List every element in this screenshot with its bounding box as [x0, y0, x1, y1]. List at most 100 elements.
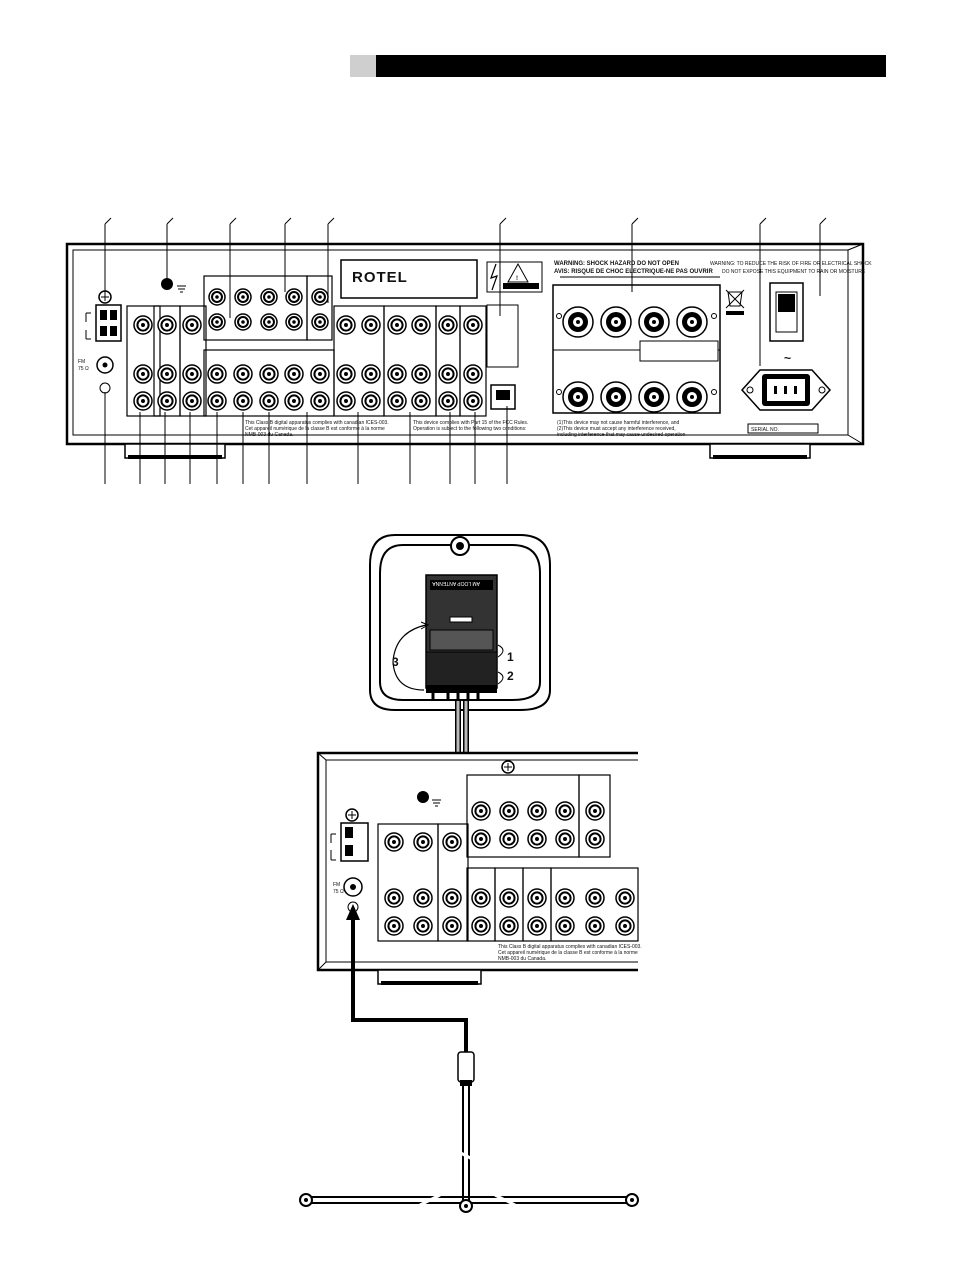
rca-jack: [233, 391, 253, 411]
jack-group-frame: [578, 774, 611, 858]
rca-jack: [208, 288, 226, 306]
rca-jack: [387, 364, 407, 384]
rca-jack: [336, 315, 356, 335]
detail-class-b-1: This Class B digital apparatus complies …: [498, 944, 642, 950]
rca-jack: [413, 888, 433, 908]
rca-jack: [336, 364, 356, 384]
rca-jack: [463, 315, 483, 335]
rca-jack: [499, 801, 519, 821]
rca-jack: [387, 315, 407, 335]
callout-leaders: [104, 217, 827, 484]
rca-jack: [555, 829, 575, 849]
jack-group-frame: [437, 823, 469, 942]
rca-jack: [285, 313, 303, 331]
rca-jack: [555, 916, 575, 936]
warning-shock-fr: AVIS: RISQUE DE CHOC ELECTRIQUE-NE PAS O…: [554, 269, 713, 275]
rca-jack: [336, 391, 356, 411]
jack-group-frame: [550, 867, 639, 942]
speaker-binding-post: [676, 381, 708, 413]
fm-label: FM: [78, 359, 85, 365]
warning-moisture-fr: DO NOT EXPOSE THIS EQUIPMENT TO RAIN OR …: [722, 269, 866, 275]
step-1-label: 1: [507, 650, 514, 664]
speaker-binding-post: [600, 306, 632, 338]
step-3-label: 3: [392, 655, 399, 669]
rca-jack: [361, 391, 381, 411]
rca-jack: [411, 391, 431, 411]
speaker-binding-post: [600, 381, 632, 413]
rca-jack: [438, 391, 458, 411]
rca-jack: [585, 888, 605, 908]
detail-fm-label: FM: [333, 882, 340, 888]
ground-terminal: [161, 278, 186, 293]
rca-jack: [285, 288, 303, 306]
step-2-label: 2: [507, 669, 514, 683]
detail-rear-panel: FM 75 Ω This Class B digital apparatus c…: [316, 751, 642, 985]
ac-symbol: ~: [784, 351, 791, 365]
rca-jack: [133, 364, 153, 384]
rca-jack: [133, 391, 153, 411]
jack-group-frame: [306, 275, 333, 341]
rca-jack: [438, 315, 458, 335]
rca-jack: [234, 313, 252, 331]
detail-fm-ohm-label: 75 Ω: [333, 889, 344, 895]
jack-group-frame: [459, 305, 487, 417]
jack-group-frame: [126, 305, 161, 417]
header-bar: [376, 55, 886, 77]
rca-jack: [284, 364, 304, 384]
rca-jack: [234, 288, 252, 306]
rca-jack: [471, 916, 491, 936]
rca-jack: [471, 829, 491, 849]
ac-power-inlet: [740, 369, 832, 411]
rca-jack: [384, 888, 404, 908]
rear-panel: FM 75 Ω ROTEL ! WARNING: SHOCK HAZARD DO…: [65, 217, 872, 484]
rca-jack: [413, 832, 433, 852]
rca-jack: [207, 391, 227, 411]
detail-class-b-3: NMB-003 du Canada.: [498, 956, 546, 962]
rca-jack: [361, 364, 381, 384]
header-tab: [350, 55, 376, 77]
rca-jack: [384, 832, 404, 852]
fm-ohm-label: 75 Ω: [78, 366, 89, 372]
rca-jack: [208, 313, 226, 331]
rca-jack: [259, 391, 279, 411]
class-b-text-1: This Class B digital apparatus complies …: [245, 420, 389, 426]
rca-jack: [310, 364, 330, 384]
fcc-text-2: Operation is subject to the following tw…: [413, 426, 526, 432]
rca-jack: [260, 288, 278, 306]
rca-jack: [499, 916, 519, 936]
fcc-text-4: (2)This device must accept any interfere…: [557, 426, 676, 432]
rca-jack: [157, 364, 177, 384]
rca-jack: [310, 391, 330, 411]
brand-logo: ROTEL: [352, 269, 408, 286]
rca-jack: [471, 801, 491, 821]
rca-jack: [555, 801, 575, 821]
rca-jack: [463, 391, 483, 411]
rca-jack: [615, 888, 635, 908]
rca-jack: [585, 916, 605, 936]
rca-jack: [527, 829, 547, 849]
fm-dipole-antenna: [299, 904, 639, 1213]
weee-bin-icon: [725, 289, 745, 315]
rca-jack: [438, 364, 458, 384]
rca-jack: [361, 315, 381, 335]
rca-jack: [413, 916, 433, 936]
rca-jack: [527, 916, 547, 936]
rca-jack: [527, 801, 547, 821]
rca-jack: [555, 888, 575, 908]
rca-jack: [233, 364, 253, 384]
fcc-text-3: (1)This device may not cause harmful int…: [557, 420, 679, 426]
rca-jack: [442, 888, 462, 908]
rca-jack: [442, 916, 462, 936]
detail-rca-jacks: [377, 774, 639, 942]
rca-jack: [311, 313, 329, 331]
speaker-binding-post: [638, 381, 670, 413]
rca-jack: [182, 364, 202, 384]
svg-text:!: !: [516, 276, 518, 282]
rca-jack: [260, 313, 278, 331]
rca-jack: [499, 829, 519, 849]
rca-jack: [387, 391, 407, 411]
rca-jack: [182, 391, 202, 411]
am-loop-antenna: AM LOOP ANTENNA 3 1 2: [369, 534, 551, 711]
detail-class-b-2: Cet appareil numérique de la classe B es…: [498, 950, 638, 956]
